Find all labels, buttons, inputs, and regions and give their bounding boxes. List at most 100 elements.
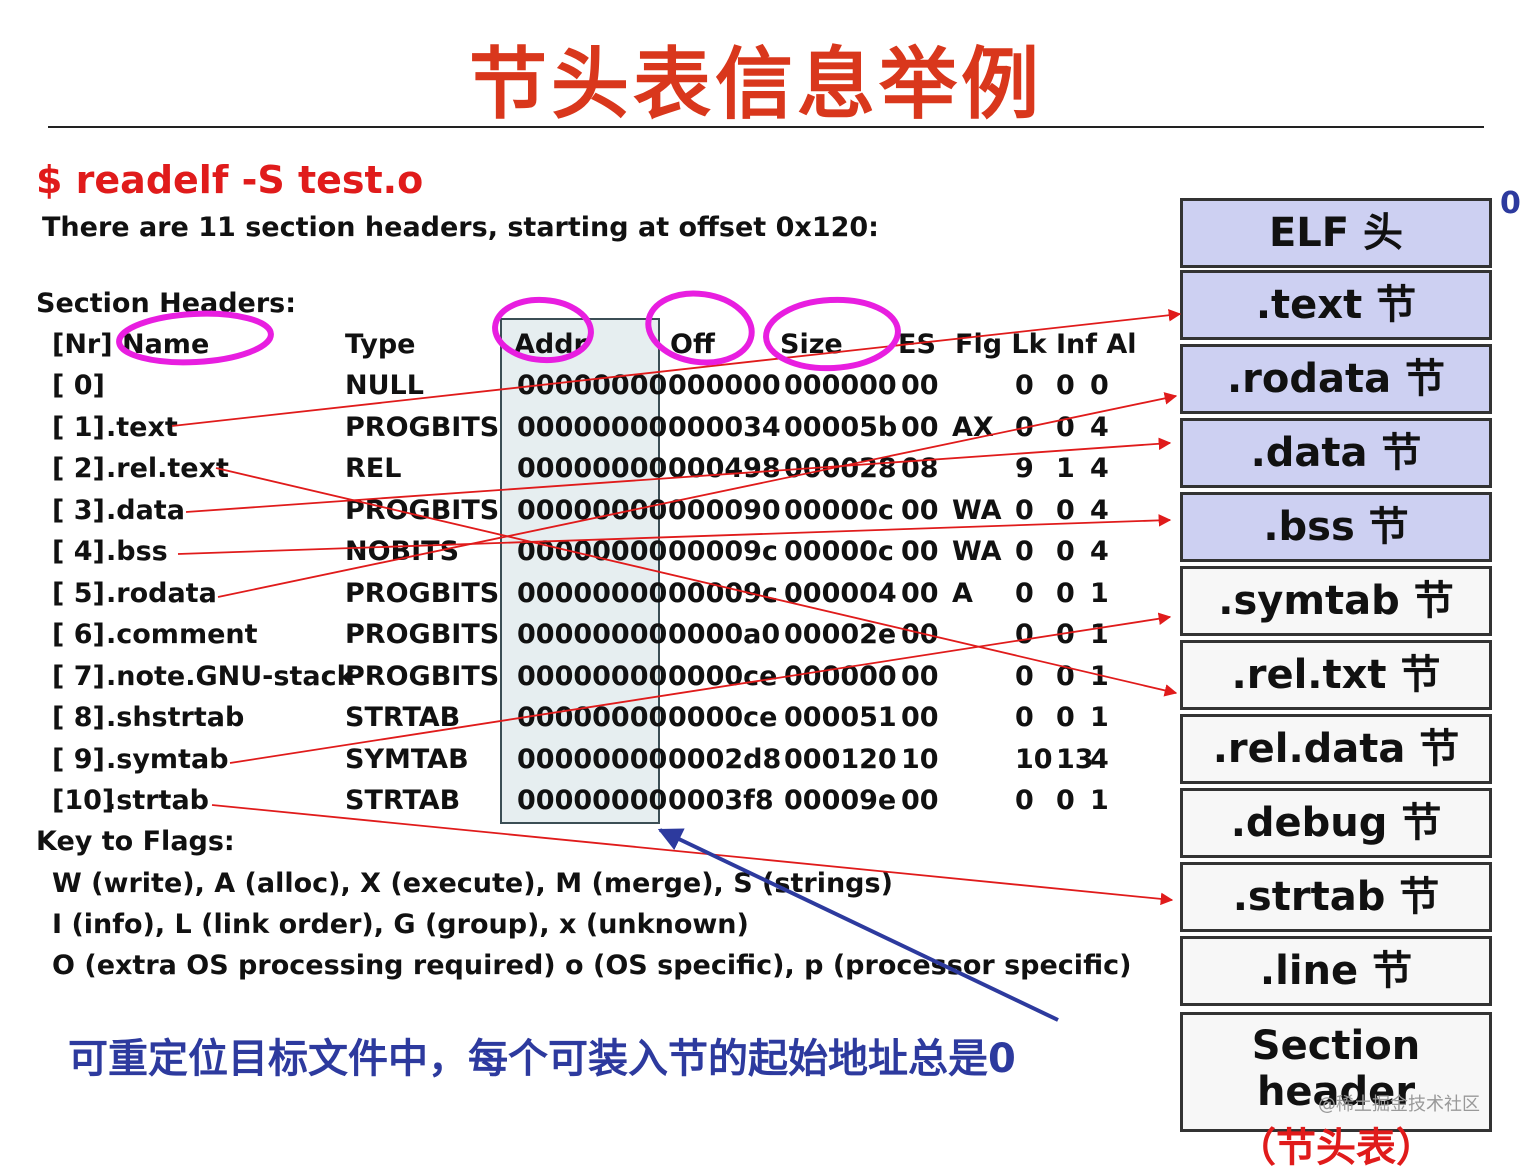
row-size: 00009e bbox=[784, 785, 897, 816]
row-type: PROGBITS bbox=[345, 411, 500, 443]
row-nr: [ 0] bbox=[52, 370, 105, 401]
flags-line-2: I (info), L (link order), G (group), x (… bbox=[52, 909, 749, 940]
row-name: .bss bbox=[106, 536, 168, 567]
row-addr: 00000000 bbox=[517, 411, 668, 443]
edge-fragment: 0 bbox=[1500, 186, 1521, 221]
row-addr: 00000000 bbox=[517, 494, 668, 526]
row-inf: 13 bbox=[1056, 743, 1094, 775]
elf-block: .strtab 节 bbox=[1180, 862, 1492, 932]
row-es: 10 bbox=[901, 743, 939, 775]
row-off: 0000ce bbox=[668, 660, 778, 692]
row-off: 0000a0 bbox=[668, 619, 781, 650]
elf-block: .text 节 bbox=[1180, 270, 1492, 340]
elf-block: .bss 节 bbox=[1180, 492, 1492, 562]
row-al: 0 bbox=[1090, 370, 1109, 401]
row-size: 00005b bbox=[784, 411, 898, 443]
row-al: 4 bbox=[1090, 743, 1109, 775]
row-name: .note.GNU-stack bbox=[106, 660, 355, 692]
row-nr: [ 7] bbox=[52, 660, 105, 692]
row-name: .shstrtab bbox=[106, 702, 245, 733]
flags-line-3: O (extra OS processing required) o (OS s… bbox=[52, 950, 1132, 981]
row-lk: 0 bbox=[1015, 660, 1034, 692]
row-name: .rel.text bbox=[106, 453, 229, 484]
row-inf: 0 bbox=[1056, 411, 1075, 443]
row-addr: 00000000 bbox=[517, 619, 668, 650]
row-es: 00 bbox=[901, 411, 939, 443]
row-type: STRTAB bbox=[345, 785, 461, 816]
row-es: 00 bbox=[901, 785, 939, 816]
row-flg: AX bbox=[952, 411, 994, 443]
section-header-sublabel: （节头表） bbox=[1236, 1125, 1436, 1171]
row-es: 00 bbox=[901, 702, 939, 733]
summary-line: There are 11 section headers, starting a… bbox=[42, 212, 879, 243]
col-off: Off bbox=[670, 329, 715, 360]
row-type: NULL bbox=[345, 370, 424, 401]
row-nr: [ 3] bbox=[52, 494, 105, 526]
row-off: 0000ce bbox=[668, 702, 778, 733]
row-size: 000028 bbox=[784, 453, 897, 484]
row-es: 00 bbox=[901, 577, 939, 609]
row-nr: [ 9] bbox=[52, 743, 105, 775]
bottom-note: 可重定位目标文件中，每个可装入节的起始地址总是0 bbox=[68, 1036, 1016, 1082]
row-nr: [ 2] bbox=[52, 453, 105, 484]
row-off: 00009c bbox=[668, 536, 778, 567]
row-nr: [ 6] bbox=[52, 619, 105, 650]
row-al: 4 bbox=[1090, 453, 1109, 484]
row-addr: 00000000 bbox=[517, 577, 668, 609]
page-title: 节头表信息举例 bbox=[468, 40, 1043, 130]
row-lk: 0 bbox=[1015, 370, 1034, 401]
row-al: 1 bbox=[1090, 577, 1109, 609]
row-name: .strtab bbox=[106, 785, 210, 816]
row-lk: 0 bbox=[1015, 702, 1034, 733]
row-off: 000498 bbox=[668, 453, 781, 484]
elf-block: .line 节 bbox=[1180, 936, 1492, 1006]
row-inf: 0 bbox=[1056, 785, 1075, 816]
row-size: 000000 bbox=[784, 370, 897, 401]
elf-block: ELF 头 bbox=[1180, 198, 1492, 268]
row-type: NOBITS bbox=[345, 536, 460, 567]
row-name: .text bbox=[106, 411, 178, 443]
elf-block: .rodata 节 bbox=[1180, 344, 1492, 414]
row-type: REL bbox=[345, 453, 402, 484]
row-lk: 10 bbox=[1015, 743, 1053, 775]
row-lk: 0 bbox=[1015, 536, 1034, 567]
row-name: .comment bbox=[106, 619, 258, 650]
row-flg: WA bbox=[952, 536, 1002, 567]
elf-block: .rel.txt 节 bbox=[1180, 640, 1492, 710]
row-type: STRTAB bbox=[345, 702, 461, 733]
row-flg: WA bbox=[952, 494, 1002, 526]
row-inf: 0 bbox=[1056, 577, 1075, 609]
row-type: PROGBITS bbox=[345, 619, 500, 650]
row-type: SYMTAB bbox=[345, 743, 469, 775]
row-nr: [ 4] bbox=[52, 536, 105, 567]
row-nr: [ 5] bbox=[52, 577, 105, 609]
row-inf: 0 bbox=[1056, 370, 1075, 401]
row-es: 08 bbox=[901, 453, 939, 484]
row-es: 00 bbox=[901, 536, 939, 567]
row-size: 00000c bbox=[784, 536, 894, 567]
row-lk: 0 bbox=[1015, 619, 1034, 650]
row-off: 0002d8 bbox=[668, 743, 782, 775]
section-header-block: Section header（节头表） bbox=[1180, 1012, 1492, 1171]
row-name: .rodata bbox=[106, 577, 217, 609]
row-es: 00 bbox=[901, 494, 939, 526]
col-addr: Addr bbox=[514, 329, 587, 360]
section-headers-label: Section Headers: bbox=[36, 288, 297, 319]
row-inf: 0 bbox=[1056, 494, 1075, 526]
row-off: 00009c bbox=[668, 577, 778, 609]
row-nr: [ 1] bbox=[52, 411, 105, 443]
row-al: 1 bbox=[1090, 660, 1109, 692]
title-divider bbox=[48, 126, 1484, 128]
row-off: 0003f8 bbox=[668, 785, 774, 816]
row-es: 00 bbox=[901, 660, 939, 692]
row-type: PROGBITS bbox=[345, 577, 500, 609]
row-nr: [ 8] bbox=[52, 702, 105, 733]
row-lk: 0 bbox=[1015, 577, 1034, 609]
row-addr: 00000000 bbox=[517, 743, 668, 775]
row-addr: 00000000 bbox=[517, 702, 668, 733]
row-inf: 0 bbox=[1056, 702, 1075, 733]
elf-block: .debug 节 bbox=[1180, 788, 1492, 858]
col-size: Size bbox=[780, 329, 843, 360]
command-line: $ readelf -S test.o bbox=[36, 158, 424, 202]
row-type: PROGBITS bbox=[345, 660, 500, 692]
